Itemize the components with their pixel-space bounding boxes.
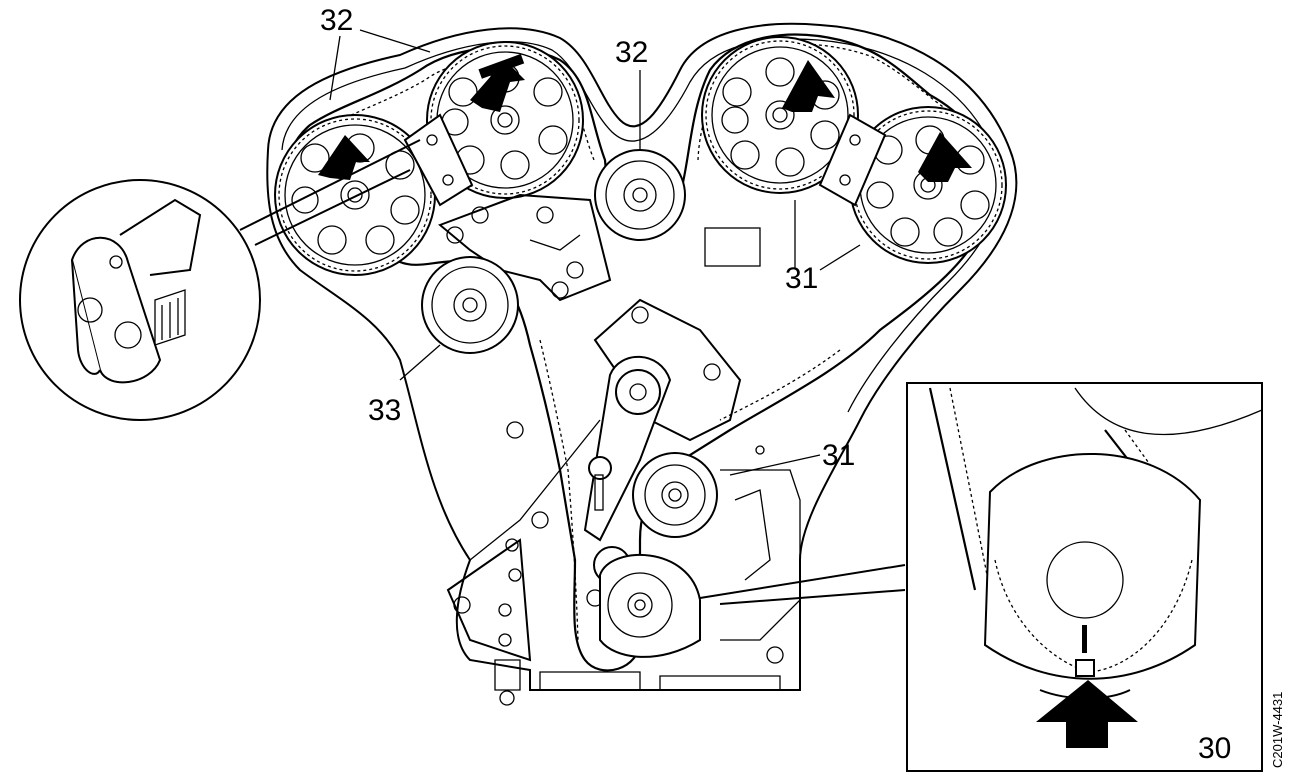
label-tensioner-right: 31 xyxy=(785,262,818,295)
tensioner-pulley-lower xyxy=(632,452,718,538)
label-camshaft-idler-center: 32 xyxy=(615,36,648,69)
crankshaft-pulley xyxy=(599,554,701,658)
locking-tool-detail xyxy=(70,198,202,384)
label-inset-crank: 30 xyxy=(1198,732,1231,765)
idler-pulley-center xyxy=(594,149,686,241)
arrow-up-icon xyxy=(918,132,972,182)
figure-code: C201W-4431 xyxy=(1270,692,1285,768)
camshaft-locking-tool-left xyxy=(403,113,474,207)
camshaft-locking-tool-right xyxy=(818,113,887,207)
idler-pulley-lower xyxy=(421,256,519,354)
lower-left-bracket xyxy=(446,538,532,706)
label-tensioner-lower: 31 xyxy=(822,439,855,472)
oil-pump-housing xyxy=(453,421,801,664)
label-idler-lower: 33 xyxy=(368,394,401,427)
leader-lines xyxy=(329,29,861,476)
label-camshaft-idler-left: 32 xyxy=(320,4,353,37)
camshaft-pulley-left-lower xyxy=(274,114,436,276)
arrow-up-icon xyxy=(782,60,835,112)
camshaft-pulley-left-upper xyxy=(426,41,584,199)
arrow-up-icon xyxy=(470,53,525,112)
detail-zoom-circle xyxy=(19,139,421,421)
arrow-up-icon xyxy=(318,135,370,180)
belt-tensioner xyxy=(583,298,742,607)
arrow-up-icon xyxy=(1036,680,1138,748)
inset-crankshaft-detail xyxy=(699,382,1263,772)
